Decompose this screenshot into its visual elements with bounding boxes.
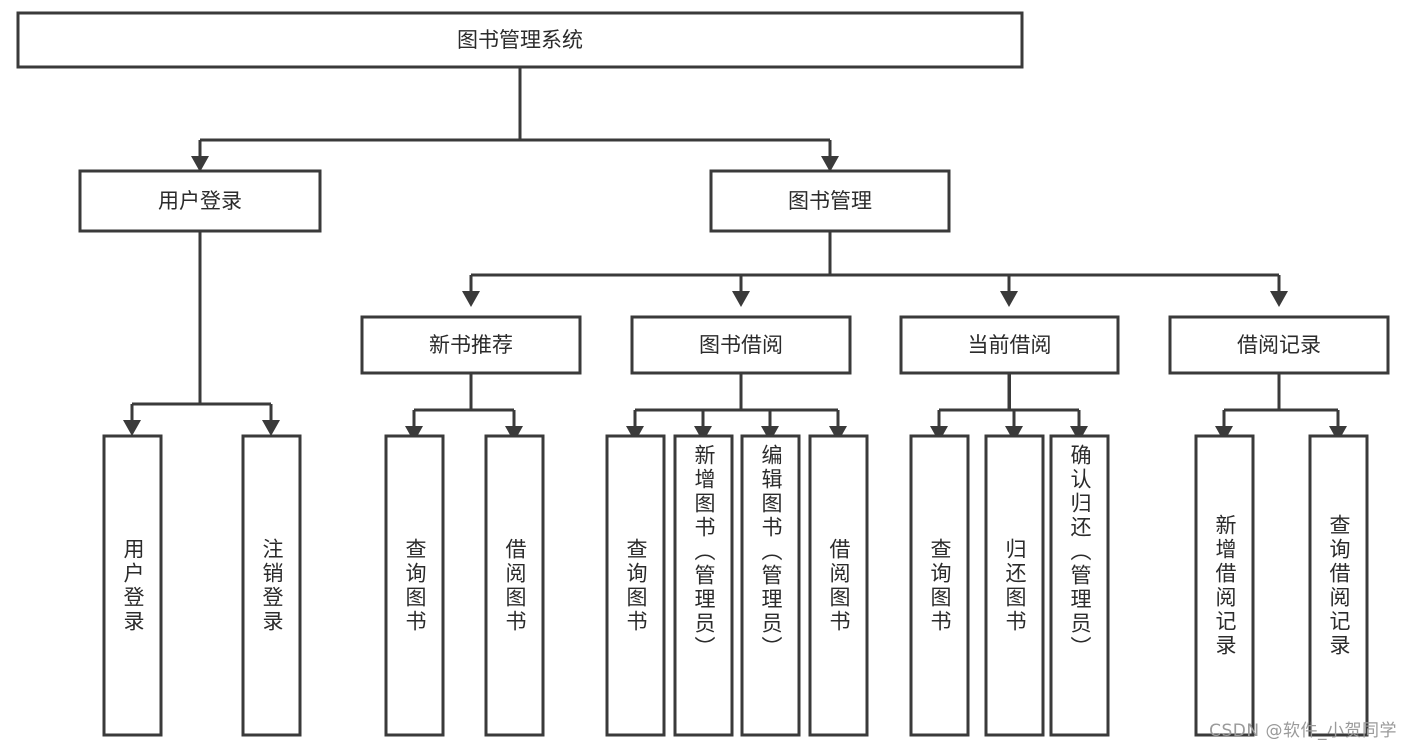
arrow-head-icon bbox=[1270, 291, 1288, 307]
node-level2-0[interactable] bbox=[78, 169, 322, 233]
node-leaf-1[interactable] bbox=[241, 434, 302, 737]
node-level3-2[interactable] bbox=[899, 315, 1120, 375]
arrow-head-icon bbox=[123, 420, 141, 436]
node-leaf-3[interactable] bbox=[484, 434, 545, 737]
arrow-head-icon bbox=[761, 426, 779, 442]
arrow-head-icon bbox=[694, 426, 712, 442]
arrow-head-icon bbox=[1215, 426, 1233, 442]
node-root[interactable] bbox=[16, 11, 1024, 69]
arrow-head-icon bbox=[262, 420, 280, 436]
node-leaf-0[interactable] bbox=[102, 434, 163, 737]
node-level2-0-label: 用户登录 bbox=[158, 189, 242, 213]
node-leaf-12[interactable] bbox=[1308, 434, 1369, 737]
box-layer bbox=[16, 11, 1390, 737]
arrow-head-icon bbox=[821, 156, 839, 172]
node-leaf-2[interactable] bbox=[384, 434, 445, 737]
node-leaf-11[interactable] bbox=[1194, 434, 1255, 737]
watermark-text: CSDN @软件_小贺同学 bbox=[1209, 721, 1397, 741]
arrow-head-icon bbox=[1070, 426, 1088, 442]
arrow-head-icon bbox=[1005, 426, 1023, 442]
node-level3-0-label: 新书推荐 bbox=[429, 333, 513, 357]
node-level3-3-label: 借阅记录 bbox=[1237, 333, 1321, 357]
node-leaf-9[interactable] bbox=[984, 434, 1045, 737]
arrow-head-icon bbox=[191, 156, 209, 172]
arrow-head-icon bbox=[462, 291, 480, 307]
node-leaf-5[interactable] bbox=[673, 434, 734, 737]
arrow-head-icon bbox=[505, 426, 523, 442]
node-leaf-10[interactable] bbox=[1049, 434, 1110, 737]
node-level2-1-label: 图书管理 bbox=[788, 189, 872, 213]
arrow-head-icon bbox=[405, 426, 423, 442]
arrow-head-icon bbox=[626, 426, 644, 442]
connector-layer bbox=[123, 67, 1347, 442]
arrow-head-icon bbox=[829, 426, 847, 442]
arrow-head-icon bbox=[1329, 426, 1347, 442]
node-leaf-4[interactable] bbox=[605, 434, 666, 737]
node-root-label: 图书管理系统 bbox=[457, 28, 583, 52]
arrow-head-icon bbox=[930, 426, 948, 442]
node-level2-1[interactable] bbox=[709, 169, 951, 233]
node-leaf-7[interactable] bbox=[808, 434, 869, 737]
node-leaf-8[interactable] bbox=[909, 434, 970, 737]
node-level3-2-label: 当前借阅 bbox=[968, 333, 1052, 357]
arrow-head-icon bbox=[1000, 291, 1018, 307]
arrow-head-icon bbox=[732, 291, 750, 307]
node-level3-1-label: 图书借阅 bbox=[699, 333, 783, 357]
node-level3-0[interactable] bbox=[360, 315, 582, 375]
node-level3-3[interactable] bbox=[1168, 315, 1390, 375]
node-leaf-6[interactable] bbox=[740, 434, 801, 737]
node-level3-1[interactable] bbox=[630, 315, 852, 375]
